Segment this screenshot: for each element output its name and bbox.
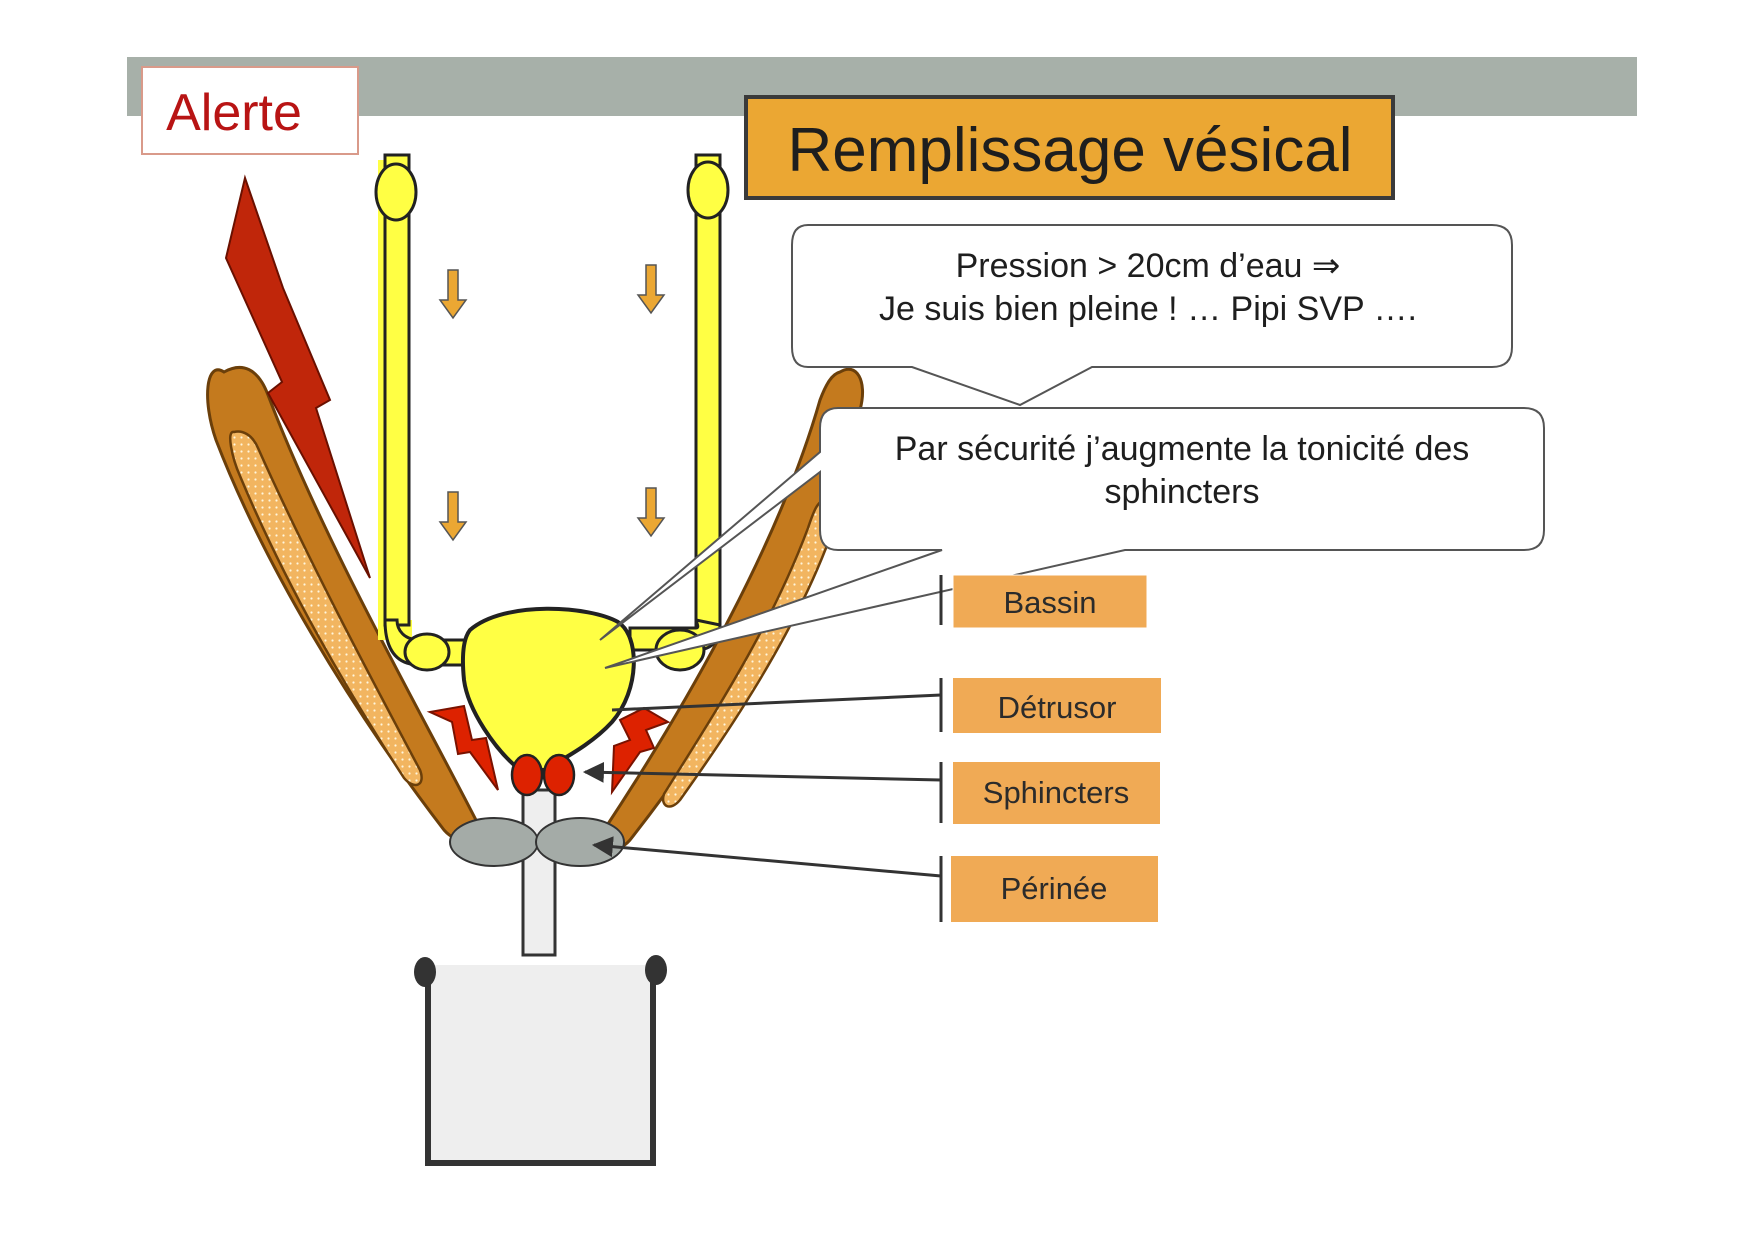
right-ureter	[628, 153, 730, 672]
security-speech-bubble: Par sécurité j’augmente la tonicité des …	[599, 407, 1545, 669]
down-arrow-icon	[636, 487, 666, 538]
label-perinee: Périnée	[591, 836, 1158, 922]
bladder	[460, 606, 636, 772]
label-bassin: Bassin	[939, 574, 1148, 629]
security-text-line1: Par sécurité j’augmente la tonicité des	[895, 430, 1470, 468]
lightning-bolt-icon	[224, 174, 371, 579]
left-pelvic-muscle	[206, 366, 480, 842]
sphincters	[510, 753, 576, 797]
label-detrusor: Détrusor	[611, 678, 1161, 733]
label-perinee-text: Périnée	[1001, 871, 1108, 906]
down-arrow-icon	[636, 264, 666, 315]
title-box: Remplissage vésical	[744, 95, 1395, 200]
security-text-line2: sphincters	[1105, 473, 1260, 511]
pressure-speech-bubble: Pression > 20cm d’eau ⇒ Je suis bien ple…	[791, 224, 1513, 407]
down-arrow-icon	[438, 491, 468, 542]
pot	[414, 955, 667, 1166]
label-sphincters: Sphincters	[582, 761, 1160, 824]
alert-box: Alerte	[141, 66, 359, 155]
down-arrow-icon	[438, 269, 468, 320]
alert-label: Alerte	[166, 84, 302, 142]
left-ureter	[374, 153, 472, 672]
label-detrusor-text: Détrusor	[998, 690, 1117, 725]
pressure-text-line2: Je suis bien pleine ! … Pipi SVP ….	[879, 290, 1417, 328]
lightning-bolt-icon	[426, 704, 499, 791]
page-title: Remplissage vésical	[787, 116, 1352, 185]
label-sphincters-text: Sphincters	[983, 775, 1129, 810]
pressure-text-line1: Pression > 20cm d’eau ⇒	[956, 247, 1341, 285]
label-bassin-text: Bassin	[1003, 585, 1096, 620]
urethra	[521, 788, 557, 957]
